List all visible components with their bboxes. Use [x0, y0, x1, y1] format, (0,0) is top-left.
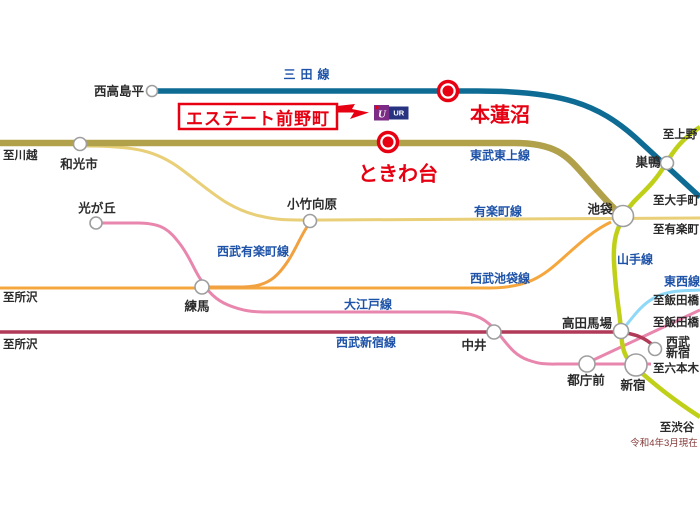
station-label-motohasunuma: 本蓮沼 — [470, 104, 530, 127]
station-dot-shinjuku — [624, 353, 648, 377]
oedo-line-branch-path — [588, 308, 700, 364]
station-label-tochomae: 都庁前 — [567, 373, 605, 388]
line-label-yurakucho: 有楽町線 — [473, 204, 523, 219]
station-label-nakai: 中井 — [461, 338, 487, 353]
callout-arrow — [337, 104, 369, 119]
station-label-tokiwadai: ときわ台 — [358, 163, 438, 186]
dest-label-tokorozawa-ikebukuro: 至所沢 — [3, 292, 38, 304]
station-label-seibu-shinjuku: 西武新宿 — [665, 335, 691, 360]
station-label-kotake-mukaihara: 小竹向原 — [286, 197, 338, 212]
line-label-oedo: 大江戸線 — [343, 297, 393, 312]
dest-label-yurakucho: 至有楽町 — [653, 224, 699, 236]
ur-logo: U UR — [374, 105, 409, 121]
mita-line-path — [157, 88, 700, 200]
station-label-hikarigaoka: 光が丘 — [78, 201, 116, 216]
tobu-tojo-line-path — [0, 139, 620, 214]
callout-label: エステート前野町 — [186, 109, 330, 129]
station-dot-tochomae — [578, 355, 596, 373]
line-label-mita: 三田線 — [283, 67, 335, 82]
station-dot-seibu-shinjuku — [647, 341, 663, 357]
station-dot-takadanobaba — [612, 322, 630, 340]
station-dot-kotake-mukaihara — [302, 213, 318, 229]
yurakucho-line-path — [83, 144, 700, 222]
station-dot-sugamo — [659, 155, 675, 171]
line-label-tobu-tojo: 東武東上線 — [469, 148, 531, 163]
dest-label-iidabashi-oedo: 至飯田橋 — [653, 317, 699, 329]
seibu-yurakucho-line-path — [203, 223, 311, 289]
tokiwadai-marker-center — [382, 136, 394, 148]
line-label-seibu-ikebukuro: 西武池袋線 — [469, 271, 531, 286]
ur-logo-text: UR — [393, 109, 404, 118]
ur-logo-u: U — [378, 109, 387, 121]
dest-label-roppongi: 至六本木 — [653, 363, 699, 375]
dest-label-ueno: 至上野 — [662, 129, 698, 141]
station-label-takadanobaba: 高田馬場 — [561, 316, 613, 331]
dest-label-tokorozawa-shinjuku: 至所沢 — [3, 339, 38, 351]
dest-label-iidabashi-tozai: 至飯田橋 — [653, 295, 699, 307]
station-dot-nishi-takashimadaira — [145, 84, 159, 98]
oedo-line-path — [97, 221, 651, 366]
seibu-ikebukuro-line-path — [0, 220, 612, 290]
map-date-note: 令和4年3月現在 — [630, 438, 698, 449]
dest-label-kawagoe: 至川越 — [3, 150, 38, 162]
line-label-tozai: 東西線 — [663, 274, 700, 289]
station-label-shinjuku: 新宿 — [620, 378, 646, 393]
station-dot-wakoshi — [72, 136, 88, 152]
line-label-seibu-shinjuku: 西武新宿線 — [335, 335, 397, 350]
line-label-seibu-yurakucho: 西武有楽町線 — [216, 244, 290, 259]
motohasunuma-marker-center — [442, 85, 454, 97]
station-label-nerima: 練馬 — [184, 299, 210, 314]
tozai-line-path — [622, 288, 700, 329]
station-label-wakoshi: 和光市 — [60, 157, 98, 172]
station-dot-nerima — [194, 279, 210, 295]
station-dot-nakai — [486, 324, 502, 340]
dest-label-otemachi: 至大手町 — [653, 195, 699, 207]
dest-label-shibuya: 至渋谷 — [659, 422, 695, 434]
station-dot-hikarigaoka — [89, 216, 103, 230]
line-label-yamanote: 山手線 — [616, 252, 654, 267]
station-label-nishi-takashimadaira: 西高島平 — [93, 84, 145, 99]
station-dot-ikebukuro — [611, 204, 635, 228]
seibu-shinjuku-line-path — [0, 330, 658, 350]
station-label-sugamo: 巣鴨 — [635, 155, 661, 170]
station-label-ikebukuro: 池袋 — [587, 202, 613, 217]
callout-box — [177, 102, 339, 131]
